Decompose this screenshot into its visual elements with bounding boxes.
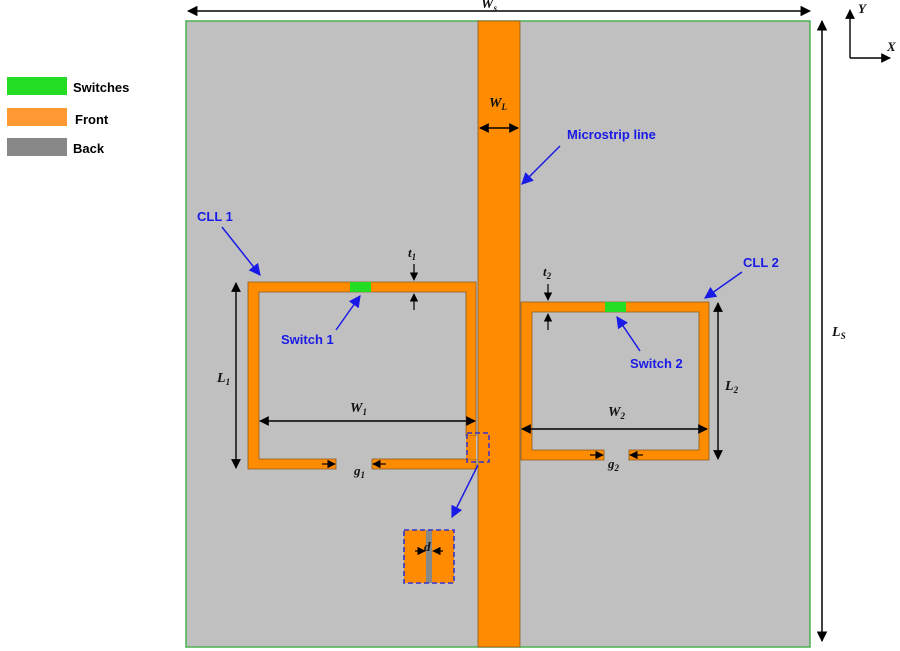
annotation-switch2: Switch 2 [630, 356, 683, 371]
axis-x-label: X [886, 39, 896, 54]
switch2-pointer-arrow [616, 316, 641, 352]
coordinate-axes: Y X [845, 1, 896, 63]
dim-t1-label: t1 [408, 245, 416, 262]
dim-l1-label: L1 [216, 371, 230, 387]
dim-ws-label: Ws [481, 0, 497, 13]
dim-g1-label: g1 [353, 463, 365, 480]
gap-detail-marker [466, 432, 490, 463]
dim-g2-label: g2 [607, 456, 620, 473]
annotation-microstrip: Microstrip line [567, 127, 656, 142]
zoom-pointer-arrow [451, 464, 479, 519]
annotation-switch1: Switch 1 [281, 332, 334, 347]
microstrip-pointer-arrow [521, 145, 561, 185]
dim-ls-label: LS [831, 325, 846, 341]
cll-1-bottom-right-arm [371, 458, 477, 470]
cll-2 [520, 301, 710, 461]
legend-label-back: Back [73, 141, 105, 156]
switch1-pointer-arrow [335, 295, 361, 331]
switch-2 [605, 302, 626, 312]
cll1-pointer-arrow [221, 226, 261, 276]
cll-1 [247, 281, 477, 470]
cll-1-right-arm-gap-fill [466, 436, 476, 459]
switch-1 [350, 282, 371, 292]
legend-swatch-switches [7, 77, 67, 95]
dim-t2-label: t2 [543, 264, 552, 281]
legend: Switches Front Back [7, 77, 129, 156]
legend-label-switches: Switches [73, 80, 129, 95]
annotation-cll2: CLL 2 [743, 255, 779, 270]
legend-swatch-back [7, 138, 67, 156]
dim-w1-label: W1 [350, 401, 367, 417]
gap-zoom-inset: d [403, 529, 455, 584]
cll2-pointer-arrow [704, 271, 743, 299]
annotation-cll1: CLL 1 [197, 209, 233, 224]
microstrip-line [477, 20, 521, 648]
axis-y-label: Y [858, 1, 867, 16]
dim-d-label: d [424, 539, 431, 554]
legend-label-front: Front [75, 112, 109, 127]
dim-wl-label: WL [489, 96, 507, 112]
legend-swatch-front [7, 108, 67, 126]
dim-w2-label: W2 [608, 405, 625, 421]
dim-l2-label: L2 [724, 379, 739, 395]
